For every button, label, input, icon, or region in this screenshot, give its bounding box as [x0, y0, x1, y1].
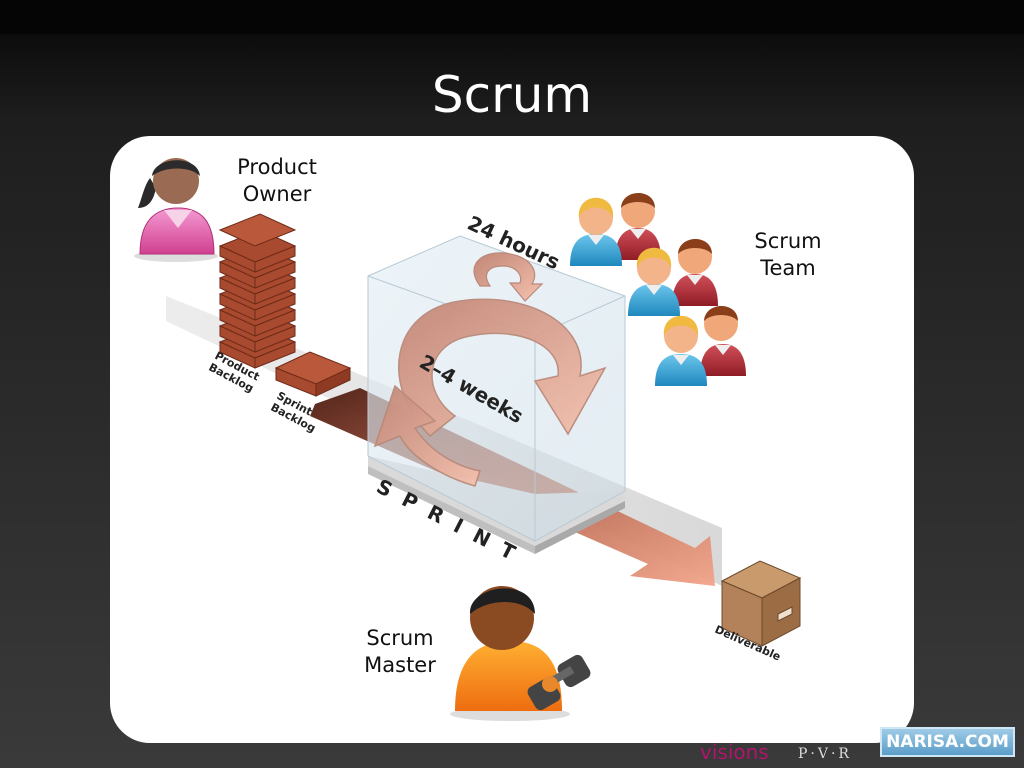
dumbbell-icon	[527, 654, 591, 711]
scrum-team-avatars	[570, 193, 746, 386]
narisa-badge[interactable]: NARISA.COM	[880, 727, 1015, 757]
top-bar	[0, 0, 1024, 34]
footer-pvr-logo: P·V·R	[798, 746, 852, 762]
scrum-team-label: Scrum Team	[754, 229, 822, 280]
product-owner-avatar	[134, 158, 218, 262]
sprint-backlog-block	[274, 351, 352, 397]
sprint-cycle-loop-icon	[373, 298, 607, 487]
scrum-diagram-panel: ProductBacklog SprintBacklog 24 hours 2–…	[110, 136, 914, 743]
scrum-master-label: Scrum Master	[364, 626, 436, 677]
product-owner-label: Product Owner	[237, 155, 317, 206]
daily-cycle-loop-icon	[473, 252, 544, 302]
scrum-diagram: ProductBacklog SprintBacklog 24 hours 2–…	[134, 158, 802, 721]
product-backlog-stack	[218, 213, 297, 369]
footer-visions-logo: visions	[700, 740, 769, 764]
slide-title: Scrum	[431, 66, 593, 124]
deliverable-box-icon	[720, 560, 802, 647]
